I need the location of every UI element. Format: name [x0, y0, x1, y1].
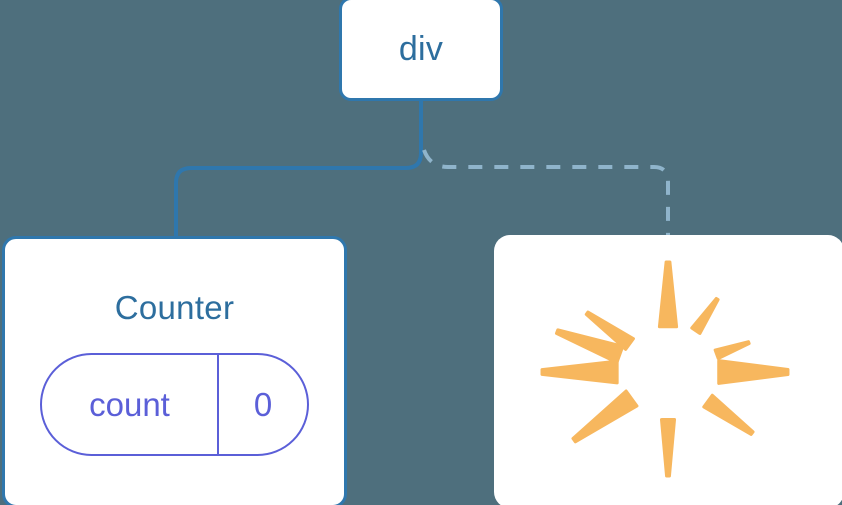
state-pill-value: 0 — [253, 386, 273, 423]
burst-ray-1 — [690, 296, 720, 335]
edge-div-counter — [174, 98, 423, 240]
edge-div-burst — [422, 149, 670, 237]
node-div[interactable]: div — [339, 0, 503, 101]
burst-ray-0 — [657, 260, 679, 329]
burst-ray-3 — [713, 340, 751, 361]
state-pill-key-cell: count — [42, 355, 219, 454]
node-counter-label: Counter — [114, 289, 235, 326]
burst-ray-2 — [584, 310, 635, 351]
sparkle-burst-icon — [540, 260, 790, 478]
burst-ray-4 — [554, 328, 625, 365]
burst-ray-5 — [540, 359, 619, 385]
burst-ray-7 — [702, 393, 755, 436]
burst-ray-8 — [571, 389, 639, 444]
state-pill-key: count — [89, 386, 170, 423]
state-pill-value-cell: 0 — [219, 355, 307, 454]
node-div-label: div — [398, 30, 444, 68]
node-burst[interactable] — [494, 235, 842, 505]
burst-ray-6 — [717, 359, 790, 385]
state-pill-count[interactable]: count 0 — [40, 353, 309, 456]
burst-ray-9 — [659, 418, 677, 478]
